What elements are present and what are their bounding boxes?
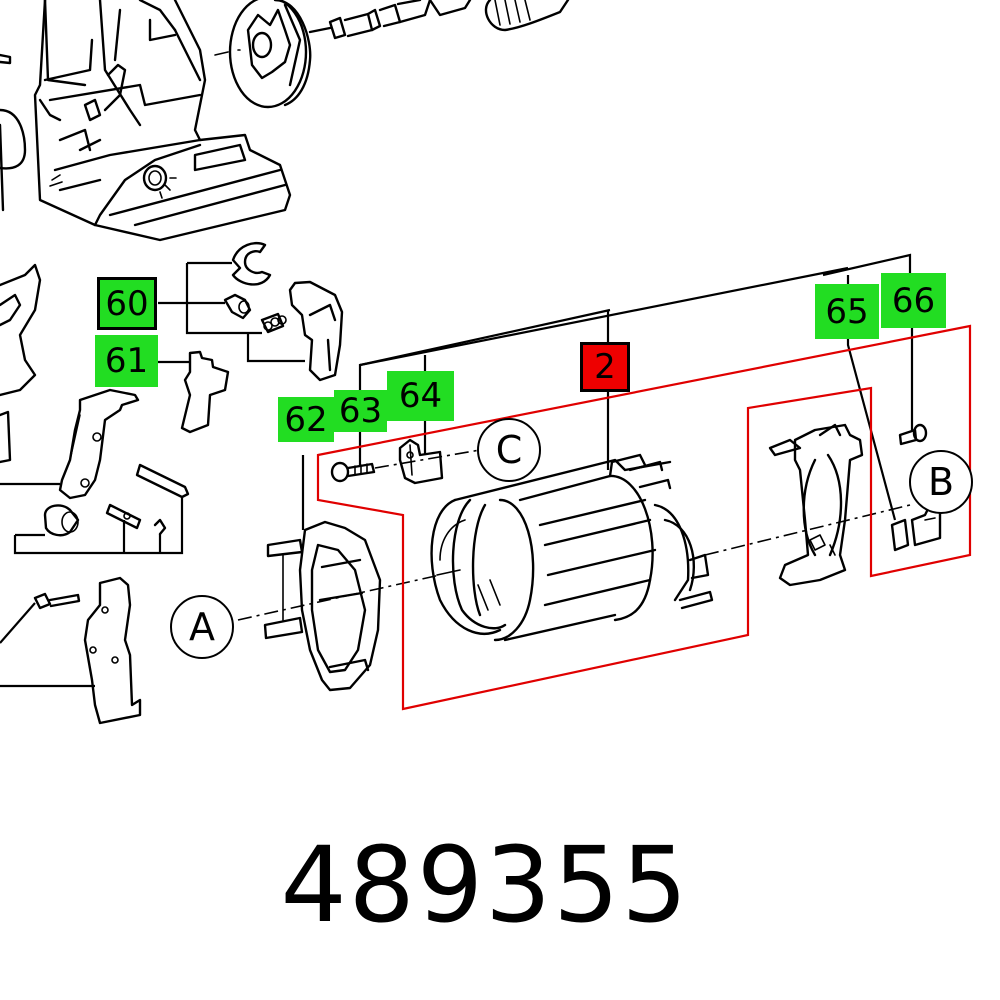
part-label-63[interactable]: 63: [334, 390, 387, 432]
pins-drawing: [43, 463, 190, 537]
part-label-2[interactable]: 2: [580, 342, 630, 392]
callout-b: B: [909, 450, 973, 514]
axis-b: [704, 504, 911, 556]
part-label-60[interactable]: 60: [97, 277, 157, 330]
brush-holder-drawing: [768, 423, 864, 587]
leader-lines-left: [0, 261, 305, 688]
part-number: 489355: [280, 824, 690, 946]
part-label-66[interactable]: 66: [881, 273, 946, 328]
part-60-group-drawing: [223, 241, 344, 382]
gear-housing-drawing: [0, 0, 292, 242]
part-label-65[interactable]: 65: [815, 284, 879, 339]
part-64-clip-drawing: [398, 438, 444, 485]
part-label-62[interactable]: 62: [278, 397, 334, 442]
part-2-stator-drawing: [430, 453, 714, 642]
callout-c: C: [477, 418, 541, 482]
armature-shaft-drawing: [308, 0, 570, 40]
part-66-screw-drawing: [898, 423, 928, 446]
part-label-64[interactable]: 64: [387, 371, 454, 421]
part-62-end-shield-drawing: [263, 520, 382, 692]
part-63-screw-drawing: [330, 461, 376, 483]
clutch-disk-drawing: [214, 0, 312, 109]
left-partial-parts-drawing: [0, 263, 42, 464]
switch-lever-drawing: [58, 388, 140, 500]
leader-65-66-bridge: [822, 253, 912, 277]
part-61-plate-drawing: [180, 350, 230, 434]
axis-a: [237, 574, 441, 621]
bracket-drawing: [33, 576, 142, 725]
part-label-61[interactable]: 61: [95, 335, 158, 387]
leader-top-bridge: [359, 266, 849, 367]
axis-c: [374, 449, 481, 469]
callout-a: A: [170, 595, 234, 659]
